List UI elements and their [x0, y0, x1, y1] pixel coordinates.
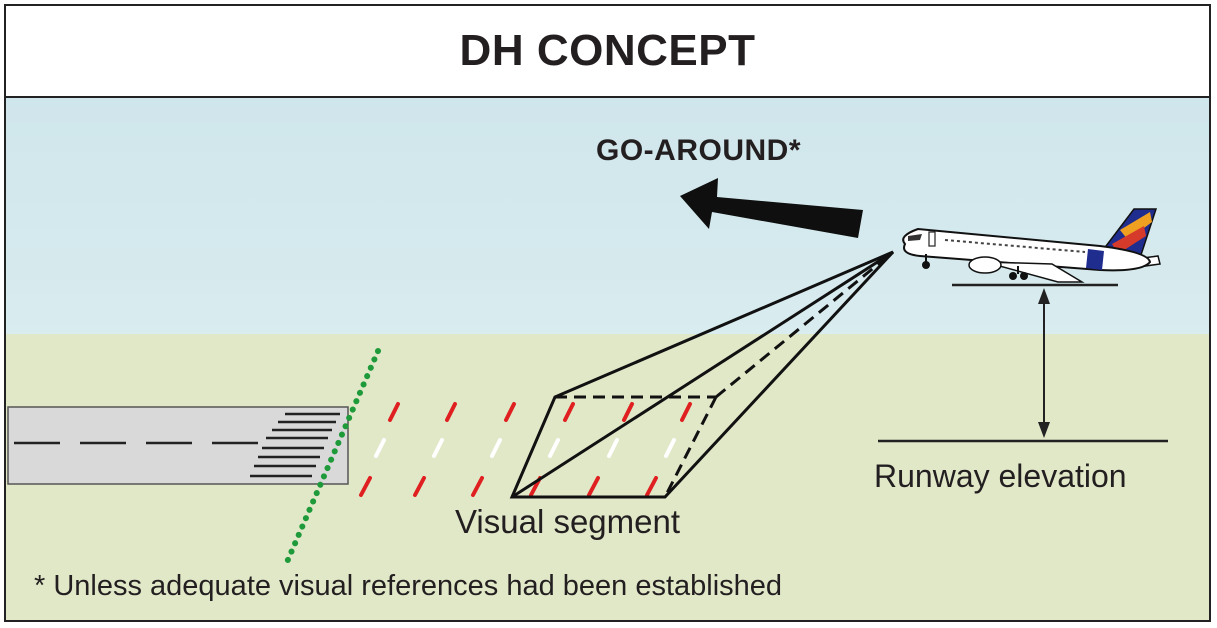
runway-surface	[7, 406, 349, 485]
go-around-label: GO-AROUND*	[596, 134, 801, 167]
threshold-lights	[284, 348, 381, 565]
page-title: DH CONCEPT	[459, 26, 756, 75]
sky-area	[6, 98, 1209, 334]
approach-lights	[359, 402, 692, 497]
title-bar: DH CONCEPT	[6, 6, 1209, 98]
footnote: * Unless adequate visual references had …	[34, 570, 783, 602]
aircraft-icon	[902, 208, 1161, 283]
height-arrow-icon	[1038, 288, 1050, 438]
runway-elevation-label: Runway elevation	[874, 458, 1127, 494]
go-around-arrow-icon	[680, 178, 863, 238]
runway-threshold-markings	[250, 412, 340, 478]
runway	[7, 406, 349, 485]
visual-segment-cone	[509, 250, 895, 499]
visual-segment-label: Visual segment	[455, 503, 681, 540]
